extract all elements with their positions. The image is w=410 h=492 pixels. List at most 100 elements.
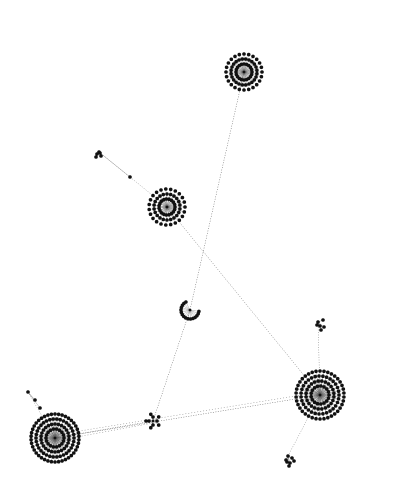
leaf-node <box>335 400 340 405</box>
hub-node <box>188 308 192 312</box>
spoke-edge <box>308 386 321 396</box>
spoke-edge <box>54 437 67 447</box>
leaf-node <box>294 399 299 403</box>
leaf-node <box>177 199 181 204</box>
leaf-node <box>182 200 187 204</box>
leaf-node <box>157 206 161 211</box>
leaf-node <box>71 439 76 444</box>
leaf-node <box>320 379 324 383</box>
leaf-node <box>76 441 81 446</box>
leaf-node <box>342 391 346 395</box>
leaf-node <box>36 453 41 458</box>
leaf-node <box>158 194 162 198</box>
leaf-node <box>173 221 178 225</box>
leaf-node <box>168 222 173 227</box>
leaf-node <box>310 397 315 402</box>
leaf-node <box>153 210 157 215</box>
leaf-node <box>44 433 49 437</box>
leaf-node <box>69 426 73 430</box>
leaf-node <box>251 85 255 90</box>
leaf-node <box>41 428 46 432</box>
leaf-node <box>301 402 306 407</box>
leaf-node <box>75 427 80 432</box>
leaf-node <box>224 70 228 74</box>
hub-node <box>242 70 246 74</box>
leaf-node <box>49 422 54 427</box>
leaf-node <box>321 412 325 416</box>
leaf-node <box>300 409 305 414</box>
leaf-node <box>55 417 59 421</box>
leaf-node <box>70 443 75 447</box>
spoke-edge <box>54 437 72 456</box>
leaf-node <box>61 433 66 437</box>
leaf-node <box>224 65 229 70</box>
leaf-node <box>326 382 331 386</box>
leaf-node <box>178 207 182 211</box>
leaf-node <box>61 419 66 423</box>
leaf-node <box>306 414 311 418</box>
leaf-node <box>62 436 66 440</box>
leaf-node <box>306 378 311 382</box>
leaf-node <box>61 439 66 443</box>
leaf-node <box>41 451 46 456</box>
leaf-node <box>161 217 166 222</box>
leaf-node <box>309 391 314 396</box>
leaf-node <box>151 415 155 419</box>
leaf-node <box>168 187 173 192</box>
leaf-node <box>336 397 341 401</box>
leaf-node <box>64 444 69 448</box>
leaf-node <box>338 380 342 384</box>
leaf-node <box>164 223 168 227</box>
leaf-node <box>335 376 340 381</box>
leaf-node <box>164 187 168 191</box>
leaf-node <box>322 416 326 421</box>
leaf-node <box>41 444 46 448</box>
satellite-bottom-left <box>26 390 42 410</box>
hub-top-right-cluster <box>224 52 264 92</box>
leaf-node <box>42 414 47 419</box>
leaf-node <box>59 423 64 428</box>
leaf-node <box>172 194 176 198</box>
spoke-edge <box>314 382 321 396</box>
leaf-node <box>34 421 38 425</box>
leaf-node <box>153 199 157 204</box>
leaf-node <box>255 68 259 73</box>
leaf-node <box>46 423 51 428</box>
spoke-edge <box>54 429 67 439</box>
leaf-node <box>49 459 54 464</box>
leaf-node <box>309 376 314 380</box>
spoke-edge <box>297 385 321 396</box>
leaf-node <box>152 203 156 207</box>
leaf-node <box>231 62 236 66</box>
leaf-node <box>48 417 52 422</box>
leaf-node <box>44 453 49 457</box>
leaf-node <box>37 426 41 430</box>
leaf-node <box>40 441 44 445</box>
leaf-node <box>254 65 258 69</box>
leaf-node <box>327 393 331 397</box>
leaf-node <box>312 380 317 384</box>
leaf-node <box>149 425 153 430</box>
leaf-node <box>30 427 35 432</box>
leaf-node <box>66 416 71 421</box>
leaf-node <box>233 54 237 59</box>
leaf-node <box>51 417 55 421</box>
leaf-node <box>44 439 49 443</box>
leaf-node <box>312 386 317 390</box>
leaf-node <box>178 203 182 207</box>
leaf-node <box>226 79 231 83</box>
leaf-node <box>155 213 159 218</box>
leaf-node <box>319 384 323 388</box>
leaf-node <box>318 369 322 373</box>
leaf-node <box>53 460 57 464</box>
leaf-node <box>43 425 48 430</box>
leaf-node <box>53 450 57 454</box>
leaf-node <box>319 402 323 406</box>
leaf-node <box>51 445 56 449</box>
leaf-node <box>159 188 163 192</box>
leaf-node <box>64 428 69 432</box>
leaf-node <box>29 441 34 446</box>
leaf-node <box>341 399 346 403</box>
leaf-node <box>254 82 259 87</box>
